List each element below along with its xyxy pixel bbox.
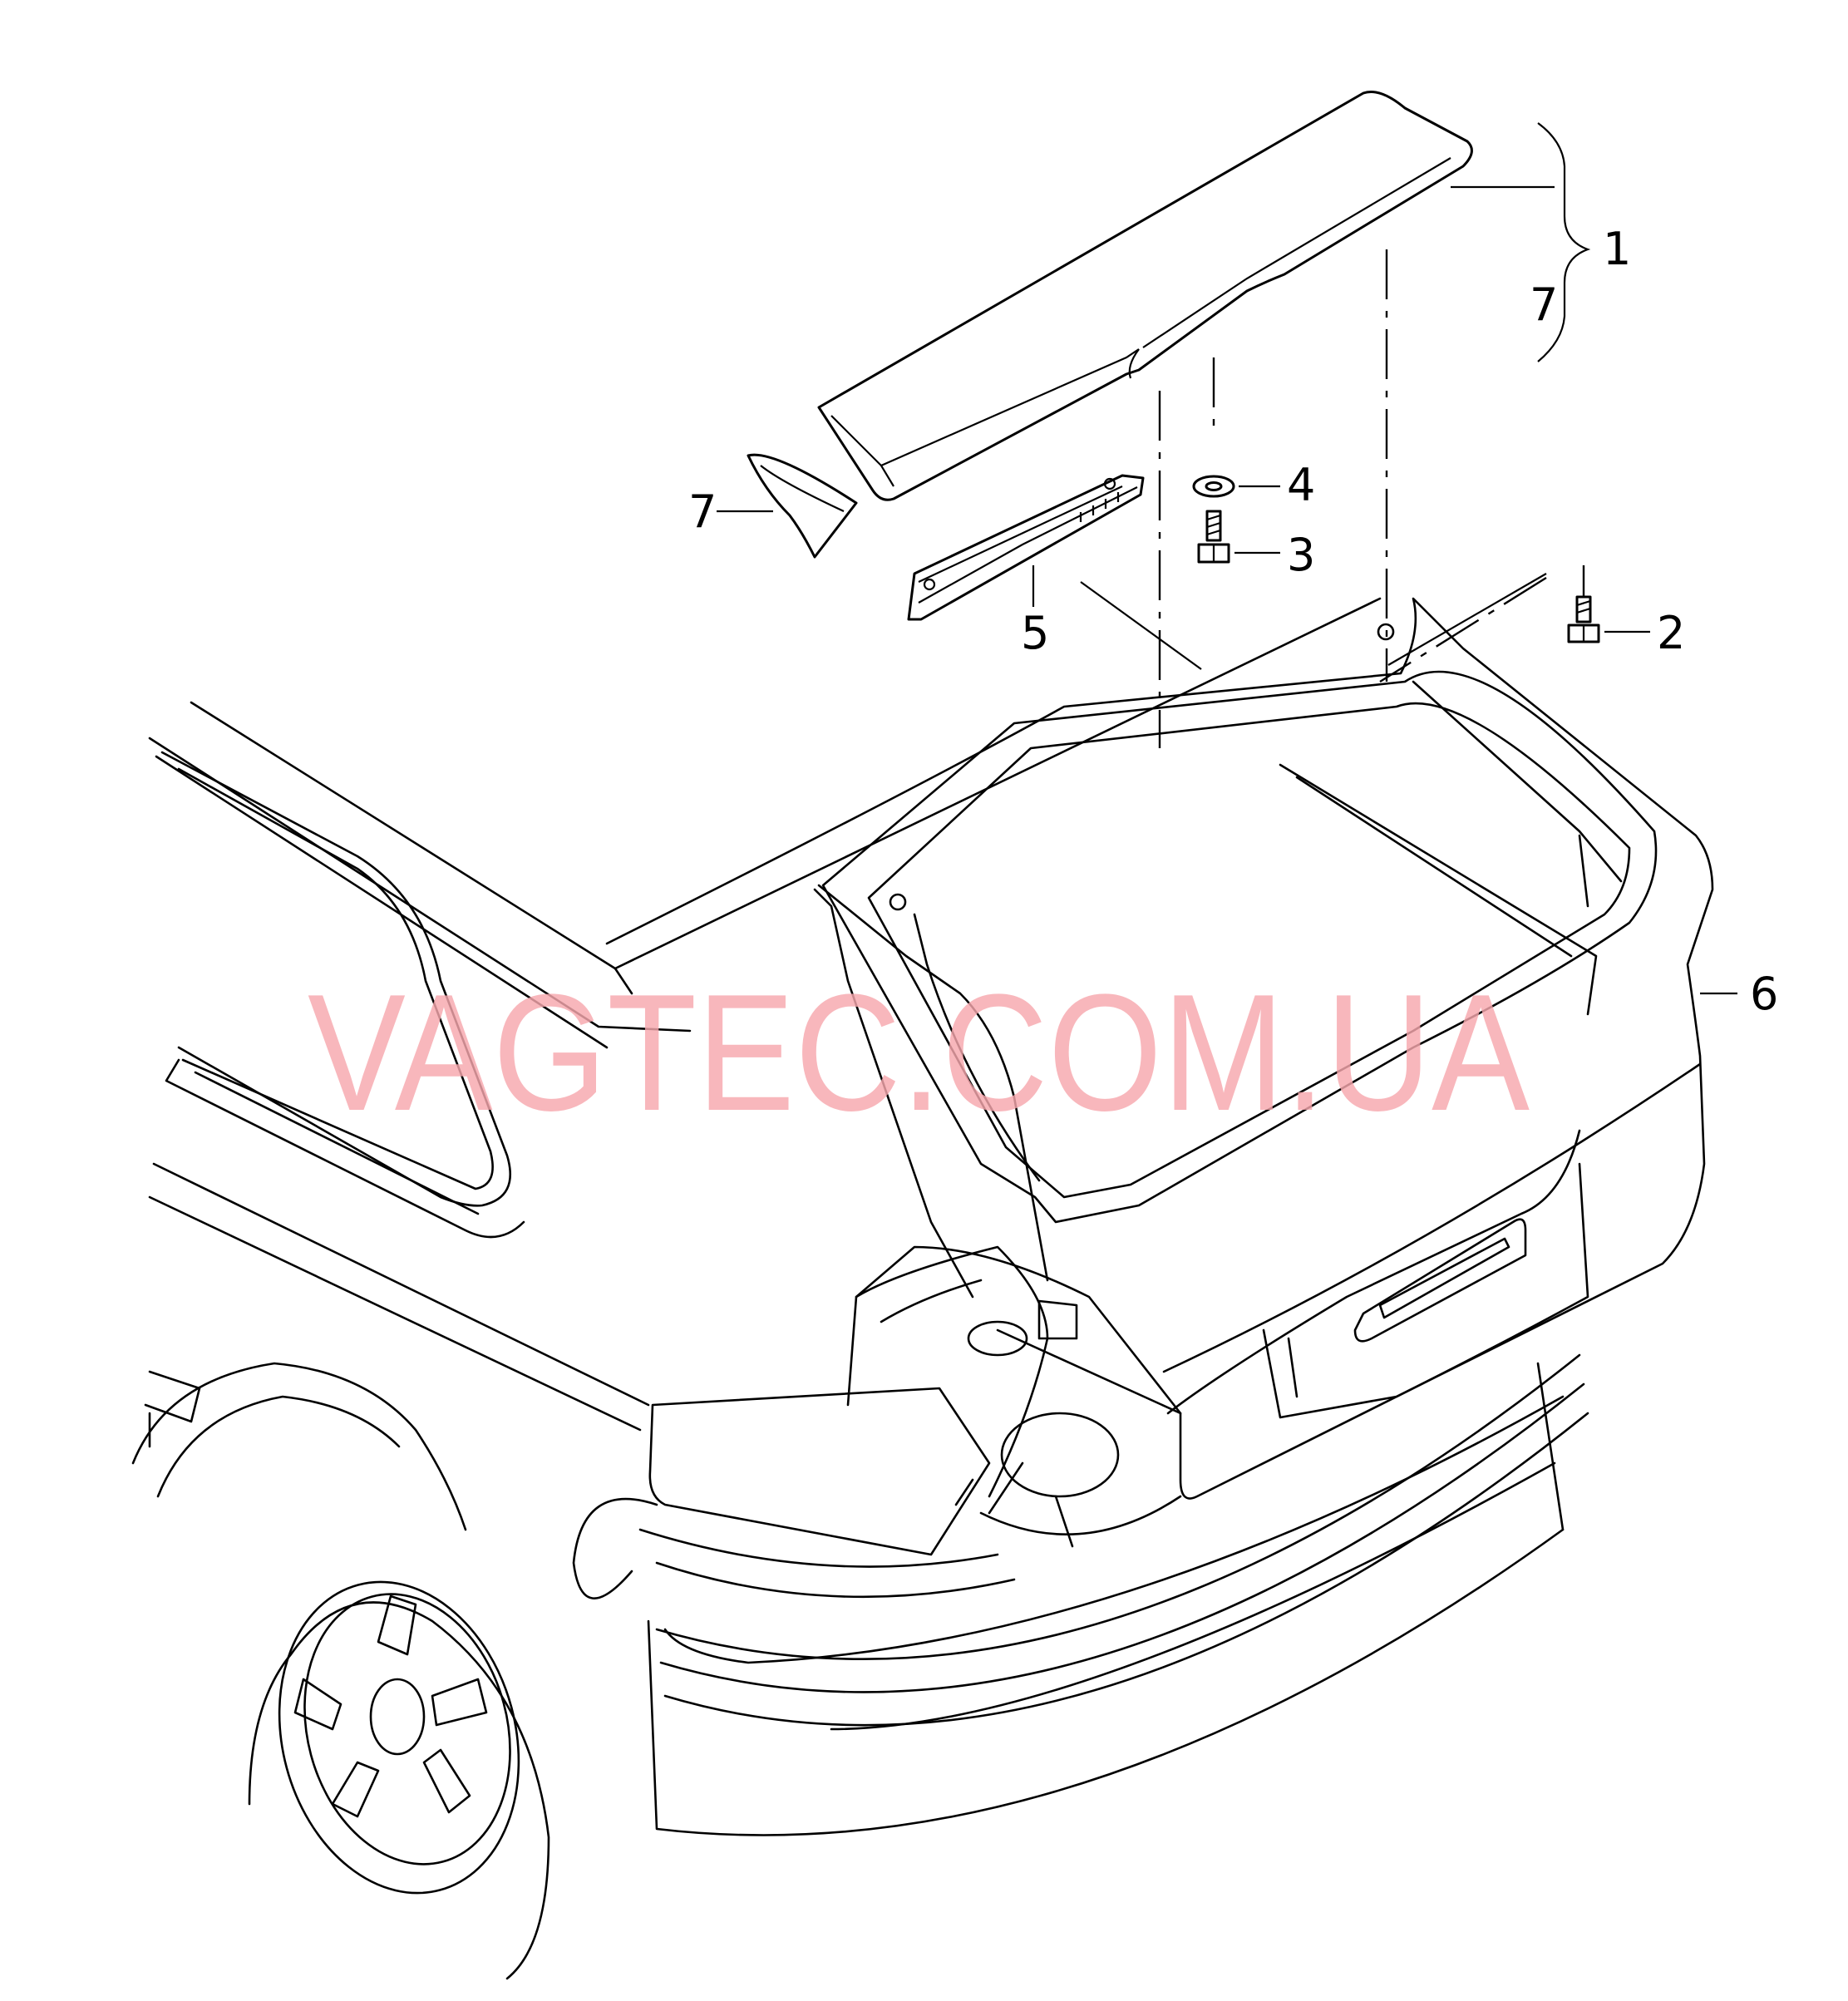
callout-4: 4 [1287,459,1315,511]
watermark-text: VAGTEC.COM.UA [308,960,1530,1146]
callout-1: 1 [1603,223,1631,275]
callout-3: 3 [1287,529,1315,581]
callout-7-end-cap: 7 [688,485,717,538]
spoiler-end-cap-part-7 [747,453,858,559]
callout-6: 6 [1750,968,1778,1020]
assembly-guide-lines [1080,249,1585,748]
bolt-part-2 [1567,595,1600,643]
callout-7-brace: 7 [1530,278,1558,331]
brake-light-part-5 [907,474,1145,621]
callout-5: 5 [1021,607,1049,659]
callout-2: 2 [1657,607,1685,659]
bolt-part-3 [1197,510,1230,564]
rear-spoiler-part-1 [817,91,1473,501]
washer-part-4 [1192,475,1235,498]
callout-labels: 1 7 4 3 2 7 5 6 [688,223,1778,1020]
car-body-tailgate [131,597,1714,1980]
leader-lines [717,122,1737,995]
